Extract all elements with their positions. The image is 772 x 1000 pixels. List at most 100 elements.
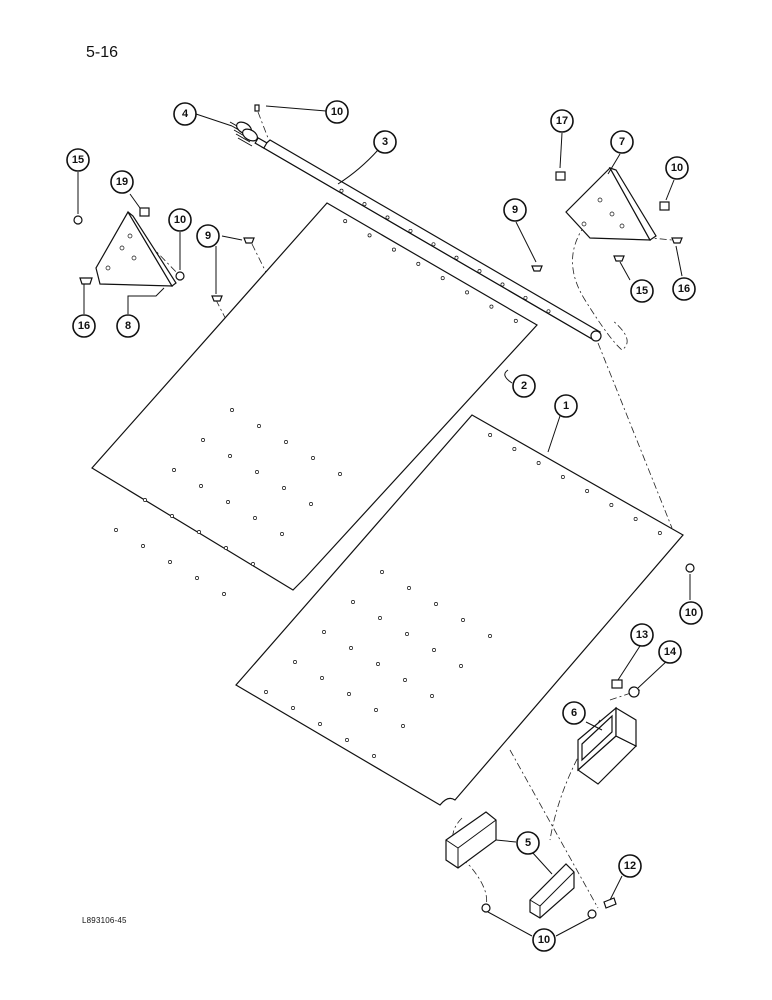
callout-10-right-top: 10 bbox=[665, 156, 689, 180]
rod-3-edge-hole bbox=[454, 255, 459, 260]
callout-6-label: 6 bbox=[571, 707, 577, 719]
nut-13 bbox=[611, 679, 623, 689]
panel-2-hole bbox=[168, 560, 172, 564]
callout-5: 5 bbox=[516, 831, 540, 855]
callout-1: 1 bbox=[554, 394, 578, 418]
bolt-16-left bbox=[79, 277, 93, 285]
panel-2-hole bbox=[257, 424, 261, 428]
callout-7-label: 8 bbox=[125, 320, 131, 332]
rod-3-edge-hole bbox=[477, 269, 482, 274]
callout-19: 19 bbox=[110, 170, 134, 194]
bracket-5-left bbox=[445, 811, 497, 869]
panel-2-edge-hole bbox=[416, 261, 421, 266]
nut-10-right-middle bbox=[685, 563, 695, 573]
panel-2-edge-hole bbox=[465, 290, 470, 295]
panel-2-hole bbox=[201, 438, 205, 442]
callout-9-left: 9 bbox=[196, 224, 220, 248]
panel-1-hole bbox=[430, 694, 434, 698]
panel-1-hole bbox=[432, 648, 436, 652]
bolt-9-right bbox=[531, 265, 543, 272]
rod-3-edge-hole bbox=[546, 309, 551, 314]
panel-2-hole bbox=[222, 592, 226, 596]
callout-12: 12 bbox=[618, 854, 642, 878]
panel-1-edge-hole bbox=[560, 475, 565, 479]
bolt-9-left-b bbox=[211, 295, 223, 302]
panel-1-hole bbox=[347, 692, 351, 696]
panel-2-hole bbox=[282, 486, 286, 490]
rod-3-edge-hole bbox=[500, 282, 505, 287]
bracket-5-right bbox=[529, 863, 575, 919]
nut-10-bottom-left bbox=[481, 903, 491, 913]
panel-1-hole bbox=[461, 618, 465, 622]
panel-1-hole bbox=[459, 664, 463, 668]
panel-2-hole bbox=[226, 500, 230, 504]
rod-3-edge-hole bbox=[385, 215, 390, 220]
panel-2-hole bbox=[199, 484, 203, 488]
callout-14-label: 14 bbox=[664, 646, 677, 658]
panel-1-hole bbox=[291, 706, 295, 710]
panel-1-hole bbox=[293, 660, 297, 664]
callout-13-label: 13 bbox=[636, 629, 648, 641]
panel-2-plate bbox=[91, 202, 538, 596]
panel-1-hole bbox=[322, 630, 326, 634]
panel-1-edge-hole bbox=[512, 447, 517, 451]
spring-4 bbox=[229, 121, 258, 147]
panel-1-hole bbox=[264, 690, 268, 694]
bolt-16-right bbox=[671, 237, 683, 244]
panel-1-hole bbox=[351, 600, 355, 604]
rod-3-holes bbox=[339, 188, 551, 314]
callout-15-left-label: 15 bbox=[72, 154, 84, 166]
panel-2-hole bbox=[338, 472, 342, 476]
panel-1-hole bbox=[434, 602, 438, 606]
callout-12-label: 12 bbox=[624, 860, 636, 872]
panel-1-hole bbox=[349, 646, 353, 650]
rod-3 bbox=[254, 137, 602, 342]
panel-2-hole bbox=[170, 514, 174, 518]
pin-11 bbox=[254, 104, 260, 112]
callout-2: 2 bbox=[512, 374, 536, 398]
nut-10-left bbox=[175, 271, 185, 281]
panel-2-hole bbox=[311, 456, 315, 460]
figure-code: L893106-45 bbox=[82, 916, 127, 925]
nut-17 bbox=[555, 171, 566, 181]
callout-10-right-middle: 10 bbox=[679, 601, 703, 625]
panel-1-hole bbox=[318, 722, 322, 726]
callout-7: 8 bbox=[116, 314, 140, 338]
callout-15-right-label: 15 bbox=[636, 285, 648, 297]
panel-2-hole bbox=[251, 562, 255, 566]
callout-6: 6 bbox=[562, 701, 586, 725]
callout-8: 7 bbox=[610, 130, 634, 154]
panel-2-edge-hole bbox=[513, 318, 518, 323]
callout-9-left-label: 9 bbox=[205, 230, 211, 242]
panel-1-hole bbox=[401, 724, 405, 728]
nut-19 bbox=[139, 207, 150, 217]
panel-2-hole bbox=[284, 440, 288, 444]
callout-10-bottom-label: 10 bbox=[538, 934, 550, 946]
bolt-15-right bbox=[613, 255, 625, 262]
panel-2-hole bbox=[141, 544, 145, 548]
callout-3-label: 3 bbox=[382, 136, 388, 148]
callout-19-label: 19 bbox=[116, 176, 128, 188]
callout-8-label: 7 bbox=[619, 136, 625, 148]
panel-1-hole bbox=[320, 676, 324, 680]
panel-1-holes bbox=[264, 433, 662, 758]
callouts: 4 10 3 15 19 10 9 16 8 9 17 7 10 15 16 2… bbox=[66, 100, 703, 952]
bolt-9-left-a bbox=[243, 237, 255, 244]
panel-1-hole bbox=[407, 586, 411, 590]
callout-5-label: 5 bbox=[525, 837, 531, 849]
panel-1-edge-hole bbox=[488, 433, 493, 437]
callout-4: 4 bbox=[173, 102, 197, 126]
callout-3: 3 bbox=[373, 130, 397, 154]
panel-1-edge-hole bbox=[536, 461, 541, 465]
panel-1-hole bbox=[488, 634, 492, 638]
panel-2-hole bbox=[309, 502, 313, 506]
callout-16-right: 16 bbox=[672, 277, 696, 301]
panel-2-hole bbox=[197, 530, 201, 534]
panel-2-edge-hole bbox=[391, 247, 396, 252]
callout-11: 10 bbox=[325, 100, 349, 124]
panel-1-hole bbox=[403, 678, 407, 682]
rod-3-edge-hole bbox=[431, 242, 436, 247]
bracket-6 bbox=[577, 706, 638, 785]
nut-10-right-top bbox=[659, 201, 670, 211]
